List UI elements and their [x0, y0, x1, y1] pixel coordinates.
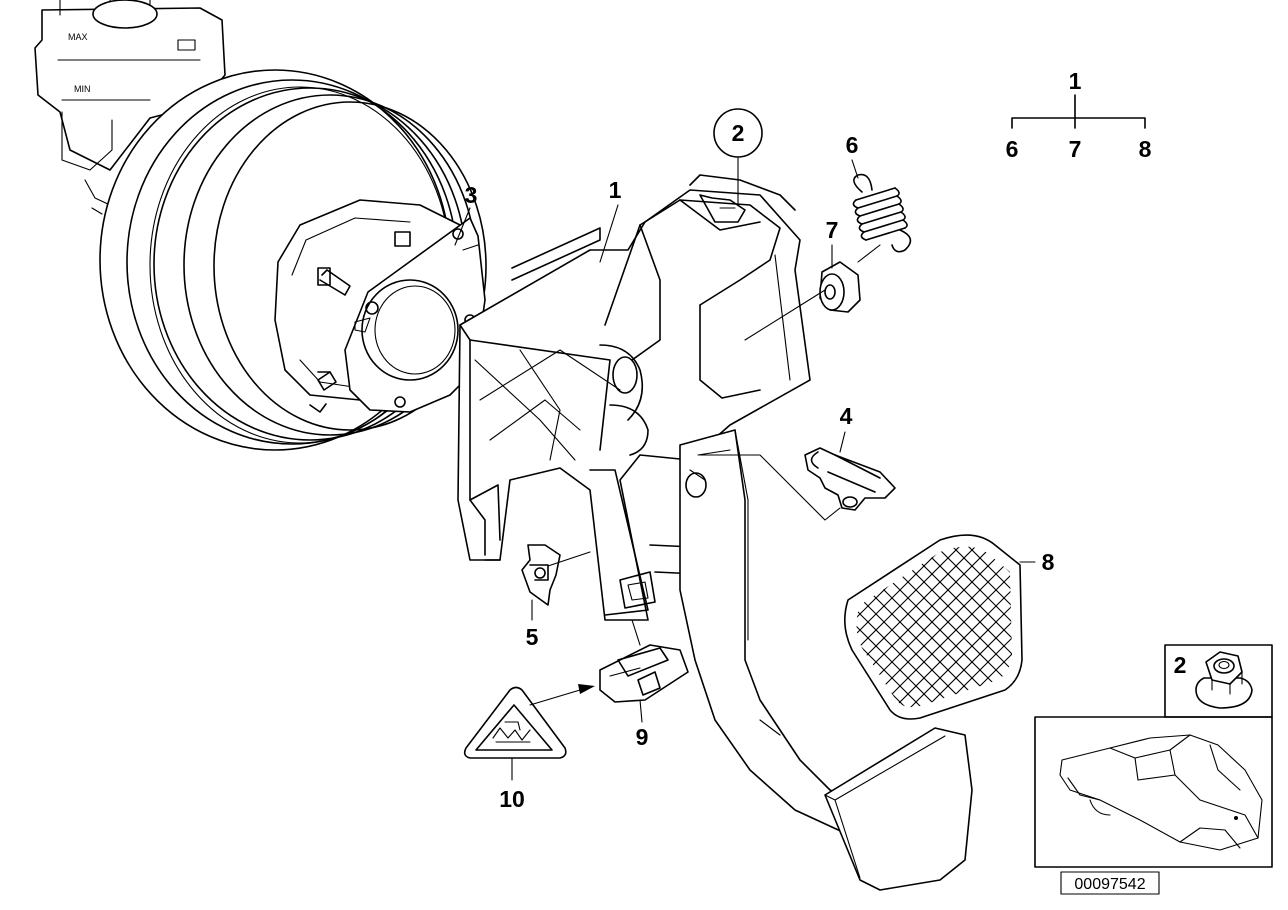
- nut-icon: [1195, 651, 1253, 709]
- pedal-bracket-icon: [457, 174, 811, 621]
- part-label-3: 3: [465, 182, 478, 208]
- figure-id-box: 00097542: [1060, 871, 1160, 895]
- pad-tread-line: [856, 546, 929, 708]
- part-label-1: 1: [609, 177, 622, 203]
- nut-inset: 2: [1164, 644, 1273, 718]
- tree-child-label: 6: [1006, 136, 1019, 162]
- leader-lines: [454, 157, 1036, 781]
- assembly-tree: 1 6 7 8: [1006, 68, 1152, 162]
- pad-tread-line: [856, 546, 993, 708]
- bushing-icon: [819, 261, 861, 313]
- car-inset: [1034, 716, 1273, 868]
- part-label-10: 10: [499, 786, 525, 812]
- brake-pedal-icon: [679, 429, 973, 891]
- car-silhouette-icon: [1059, 734, 1263, 851]
- spring-icon: [852, 173, 912, 263]
- pad-tread-line: [999, 546, 1012, 708]
- pin-icon: [804, 447, 896, 511]
- part-label-5: 5: [526, 624, 539, 650]
- gasket-icon: [344, 217, 486, 413]
- pad-tread-line: [856, 546, 977, 708]
- reservoir-max-mark: MAX: [68, 32, 88, 42]
- pad-tread-line: [856, 546, 1009, 708]
- pad-tread-line: [856, 546, 961, 708]
- tree-child-label: 7: [1069, 136, 1082, 162]
- pad-tread-line: [951, 546, 1012, 708]
- inset-nut-label: 2: [1174, 652, 1187, 678]
- pad-tread-line: [887, 546, 1012, 708]
- warning-triangle-icon: [463, 686, 567, 759]
- pad-tread-line: [871, 546, 1012, 708]
- figure-id: 00097542: [1074, 876, 1145, 893]
- tree-child-label: 8: [1139, 136, 1152, 162]
- switch-icon: [599, 644, 689, 703]
- part-label-6: 6: [846, 132, 859, 158]
- pad-tread-line: [856, 546, 945, 708]
- tree-parent-label: 1: [1069, 68, 1082, 94]
- part-callouts: 2 1 3 6 7 4 8 5 9 10: [465, 108, 1055, 812]
- part-label-9: 9: [636, 724, 649, 750]
- pad-tread-line: [919, 546, 1012, 708]
- pad-tread-line: [935, 546, 1012, 708]
- pad-tread-line: [999, 546, 1012, 708]
- part-label-8: 8: [1042, 549, 1055, 575]
- pad-tread-line: [903, 546, 1012, 708]
- clip-icon: [521, 544, 561, 606]
- part-label-2: 2: [732, 120, 745, 146]
- part-label-4: 4: [840, 403, 853, 429]
- reservoir-min-mark: MIN: [74, 84, 91, 94]
- part-label-7: 7: [826, 217, 839, 243]
- callout-circle: [713, 108, 763, 158]
